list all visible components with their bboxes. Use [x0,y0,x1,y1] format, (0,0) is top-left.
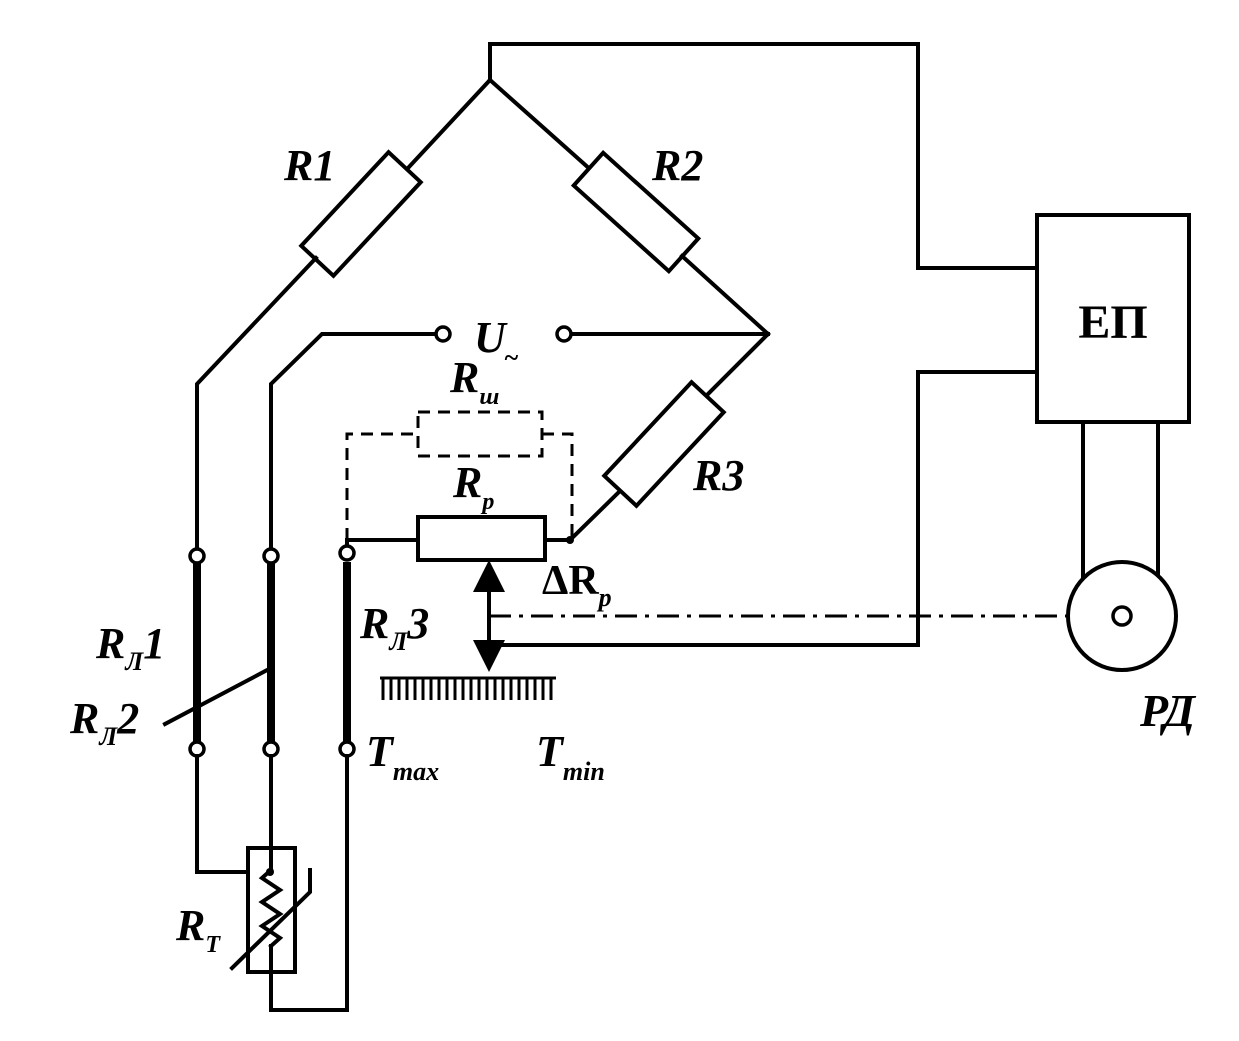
terminal-rl1-bottom [188,740,206,758]
temperature-scale [380,676,556,700]
terminal-rl2-bottom [262,740,280,758]
wire-rsh-left [345,432,418,540]
thermistor-nonlinear-mark [229,868,312,971]
label-tmin: Tmin [536,727,605,786]
label-u: U~ [474,313,519,372]
label-tmax: Tmax [366,727,439,786]
label-rd: РД [1139,685,1197,736]
wire-rl3-to-rp [345,538,420,558]
terminal-rl1-top [188,547,206,565]
label-rsh: Rш [449,353,499,410]
resistor-r1 [298,149,424,279]
thermistor-zigzag [258,867,284,949]
resistor-rp [416,515,547,562]
resistor-rsh [416,410,544,458]
slider-arrow-down [473,640,505,672]
wire-r3-to-rp [567,489,622,543]
label-r1: R1 [283,141,335,190]
wire-apex-to-right [488,42,1039,270]
terminal-rl3-bottom [338,740,356,758]
label-rl1: RЛ1 [95,619,165,676]
wire-rsh-right [542,432,574,540]
terminal-rl3-top [338,544,356,562]
thermistor-dot-top [266,868,274,876]
wire-supply-to-rl2 [269,332,445,558]
wire-r2-to-node [679,253,771,337]
wire-r1-to-rl1 [195,255,319,558]
label-r3: R3 [692,451,744,500]
rl2-leader-line [162,665,274,727]
supply-terminal-left [434,325,452,343]
label-rl3: RЛ3 [359,599,429,656]
supply-terminal-right [555,325,573,343]
label-ep: ЕП [1078,296,1147,349]
wire-ep-lower-to-slider [487,370,1039,647]
wire-node-to-r3 [704,331,771,398]
ep-block [1035,213,1191,424]
label-rp: Rp [452,458,494,515]
label-r2: R2 [651,141,703,190]
wire-rt-to-rl3 [269,754,349,1012]
terminal-rl2-top [262,547,280,565]
rp-node-dot [566,536,574,544]
label-rl2: RЛ2 [69,694,139,751]
label-delta-rp: ΔRp [542,558,612,612]
wire-apex-r2 [487,77,594,173]
wire-rl1-to-rt [195,754,272,874]
wire-apex-r1 [405,77,493,171]
slider-arrow-up [473,560,505,592]
label-rt: RT [175,901,221,958]
motor-shaft [1111,605,1133,627]
